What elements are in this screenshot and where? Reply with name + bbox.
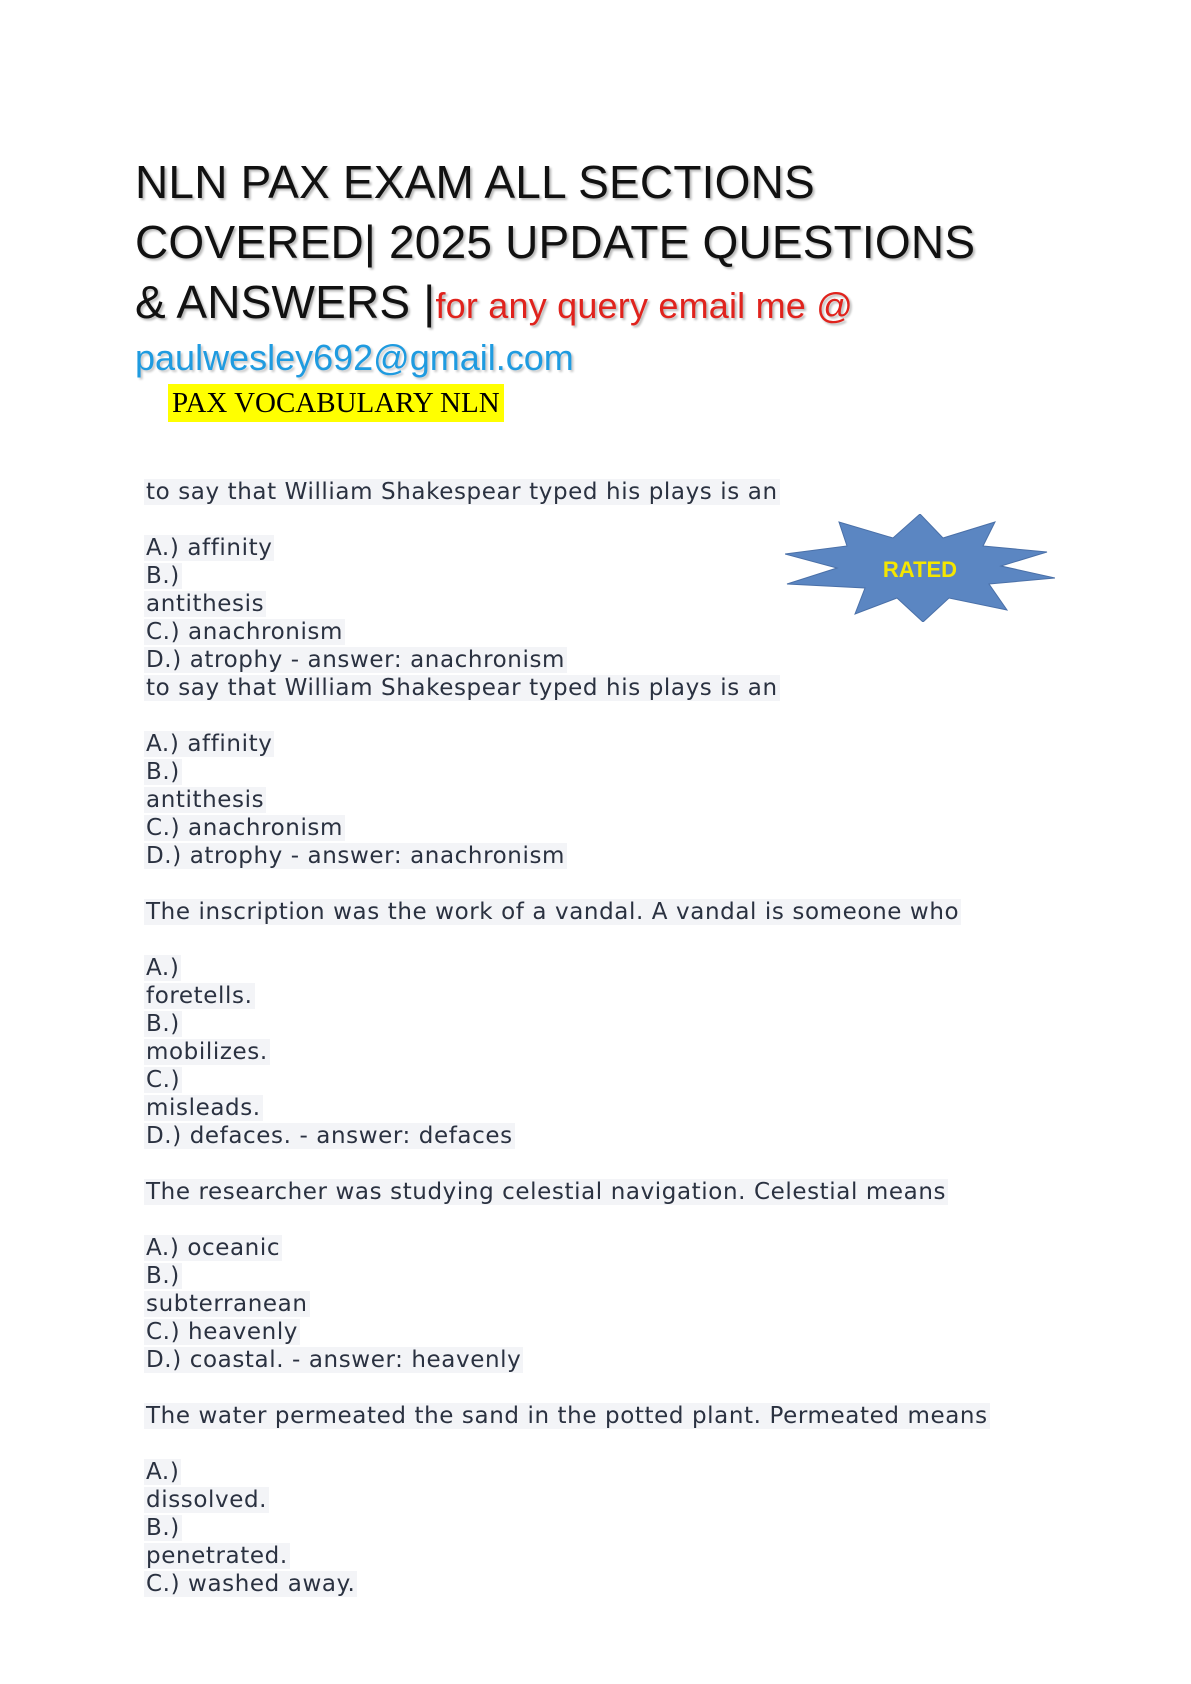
line-text: B.) <box>144 1011 182 1037</box>
answer-option: A.) affinity <box>144 534 1044 562</box>
line-text: misleads. <box>144 1095 263 1121</box>
answer-option: penetrated. <box>144 1542 1044 1570</box>
line-text: The inscription was the work of a vandal… <box>144 899 962 925</box>
question-item: The water permeated the sand in the pott… <box>144 1402 1044 1598</box>
question-text: The inscription was the work of a vandal… <box>144 898 1044 926</box>
answer-option: B.) <box>144 1010 1044 1038</box>
rated-label: RATED <box>883 557 957 582</box>
answer-option: B.) <box>144 1514 1044 1542</box>
line-text: C.) washed away. <box>144 1571 358 1597</box>
rated-badge: RATED <box>785 514 1055 622</box>
line-text: mobilizes. <box>144 1039 270 1065</box>
question-item: The researcher was studying celestial na… <box>144 1178 1044 1374</box>
title-line-2: COVERED| 2025 UPDATE QUESTIONS <box>135 216 976 268</box>
answer-option: mobilizes. <box>144 1038 1044 1066</box>
question-item: to say that William Shakespear typed his… <box>144 674 1044 870</box>
answer-option: D.) defaces. - answer: defaces <box>144 1122 1044 1150</box>
question-text: to say that William Shakespear typed his… <box>144 674 1044 702</box>
line-text: A.) <box>144 955 182 981</box>
answer-option: A.) affinity <box>144 730 1044 758</box>
answer-option: antithesis <box>144 590 1044 618</box>
line-text: antithesis <box>144 787 267 813</box>
title-line-3: & ANSWERS | <box>135 276 436 328</box>
answer-option: C.) heavenly <box>144 1318 1044 1346</box>
line-text: B.) <box>144 759 182 785</box>
answer-option: D.) coastal. - answer: heavenly <box>144 1346 1044 1374</box>
line-text: C.) heavenly <box>144 1319 301 1345</box>
line-text: A.) oceanic <box>144 1235 283 1261</box>
answer-option: B.) <box>144 562 1044 590</box>
question-text: to say that William Shakespear typed his… <box>144 478 1044 506</box>
line-text: to say that William Shakespear typed his… <box>144 675 780 701</box>
answer-option: C.) washed away. <box>144 1570 1044 1598</box>
line-text: B.) <box>144 1263 182 1289</box>
line-text: A.) affinity <box>144 731 275 757</box>
question-item: The inscription was the work of a vandal… <box>144 898 1044 1150</box>
line-text: foretells. <box>144 983 255 1009</box>
line-text: D.) defaces. - answer: defaces <box>144 1123 515 1149</box>
title-line-1: NLN PAX EXAM ALL SECTIONS <box>135 156 815 208</box>
line-text: subterranean <box>144 1291 310 1317</box>
answer-option: A.) <box>144 954 1044 982</box>
line-text: D.) atrophy - answer: anachronism <box>144 843 568 869</box>
blank-line <box>144 1150 1044 1178</box>
line-text: The water permeated the sand in the pott… <box>144 1403 990 1429</box>
answer-option: A.) oceanic <box>144 1234 1044 1262</box>
line-text: antithesis <box>144 591 267 617</box>
answer-option: C.) anachronism <box>144 814 1044 842</box>
blank-line <box>144 1430 1044 1458</box>
question-text: The researcher was studying celestial na… <box>144 1178 1044 1206</box>
document-title: NLN PAX EXAM ALL SECTIONS COVERED| 2025 U… <box>135 152 1095 336</box>
blank-line <box>144 1374 1044 1402</box>
answer-option: subterranean <box>144 1290 1044 1318</box>
blank-line <box>144 702 1044 730</box>
line-text: A.) affinity <box>144 535 275 561</box>
line-text: dissolved. <box>144 1487 270 1513</box>
blank-line <box>144 870 1044 898</box>
line-text: C.) <box>144 1067 183 1093</box>
answer-option: D.) atrophy - answer: anachronism <box>144 646 1044 674</box>
question-text: The water permeated the sand in the pott… <box>144 1402 1044 1430</box>
rated-starburst-icon <box>785 514 1055 622</box>
line-text: penetrated. <box>144 1543 290 1569</box>
questions-list: to say that William Shakespear typed his… <box>144 478 1044 1598</box>
answer-option: misleads. <box>144 1094 1044 1122</box>
line-text: B.) <box>144 1515 182 1541</box>
line-text: B.) <box>144 563 182 589</box>
blank-line <box>144 926 1044 954</box>
line-text: C.) anachronism <box>144 619 346 645</box>
answer-option: B.) <box>144 758 1044 786</box>
answer-option: D.) atrophy - answer: anachronism <box>144 842 1044 870</box>
line-text: A.) <box>144 1459 182 1485</box>
answer-option: dissolved. <box>144 1486 1044 1514</box>
answer-option: C.) anachronism <box>144 618 1044 646</box>
line-text: The researcher was studying celestial na… <box>144 1179 949 1205</box>
line-text: D.) coastal. - answer: heavenly <box>144 1347 524 1373</box>
blank-line <box>144 1206 1044 1234</box>
query-text: for any query email me @ <box>435 285 853 326</box>
question-item: to say that William Shakespear typed his… <box>144 478 1044 674</box>
answer-option: B.) <box>144 1262 1044 1290</box>
line-text: D.) atrophy - answer: anachronism <box>144 647 568 673</box>
line-text: C.) anachronism <box>144 815 346 841</box>
answer-option: foretells. <box>144 982 1044 1010</box>
answer-option: C.) <box>144 1066 1044 1094</box>
section-subtitle: PAX VOCABULARY NLN <box>168 384 504 422</box>
answer-option: antithesis <box>144 786 1044 814</box>
answer-option: A.) <box>144 1458 1044 1486</box>
line-text: to say that William Shakespear typed his… <box>144 479 780 505</box>
contact-email[interactable]: paulwesley692@gmail.com <box>135 337 574 378</box>
